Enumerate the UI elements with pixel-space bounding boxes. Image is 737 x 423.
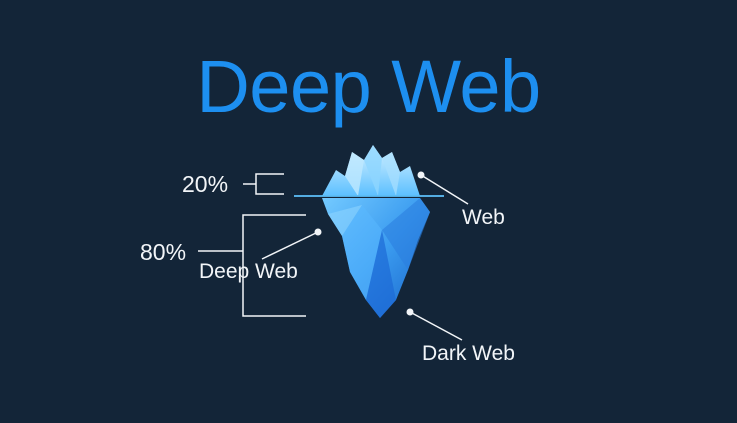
iceberg-icon: [294, 145, 444, 318]
deep-bracket: [198, 214, 306, 317]
page-title: Deep Web: [196, 45, 541, 128]
web-label: Web: [462, 206, 505, 229]
dark-web-label: Dark Web: [422, 342, 515, 365]
surface-percentage: 20%: [182, 171, 229, 197]
dark-web-pointer: [406, 308, 463, 341]
deep-web-pointer: [261, 228, 322, 260]
deep-web-label: Deep Web: [199, 260, 298, 283]
web-pointer: [417, 171, 469, 205]
deep-percentage: 80%: [140, 239, 187, 265]
surface-bracket: [243, 173, 284, 195]
